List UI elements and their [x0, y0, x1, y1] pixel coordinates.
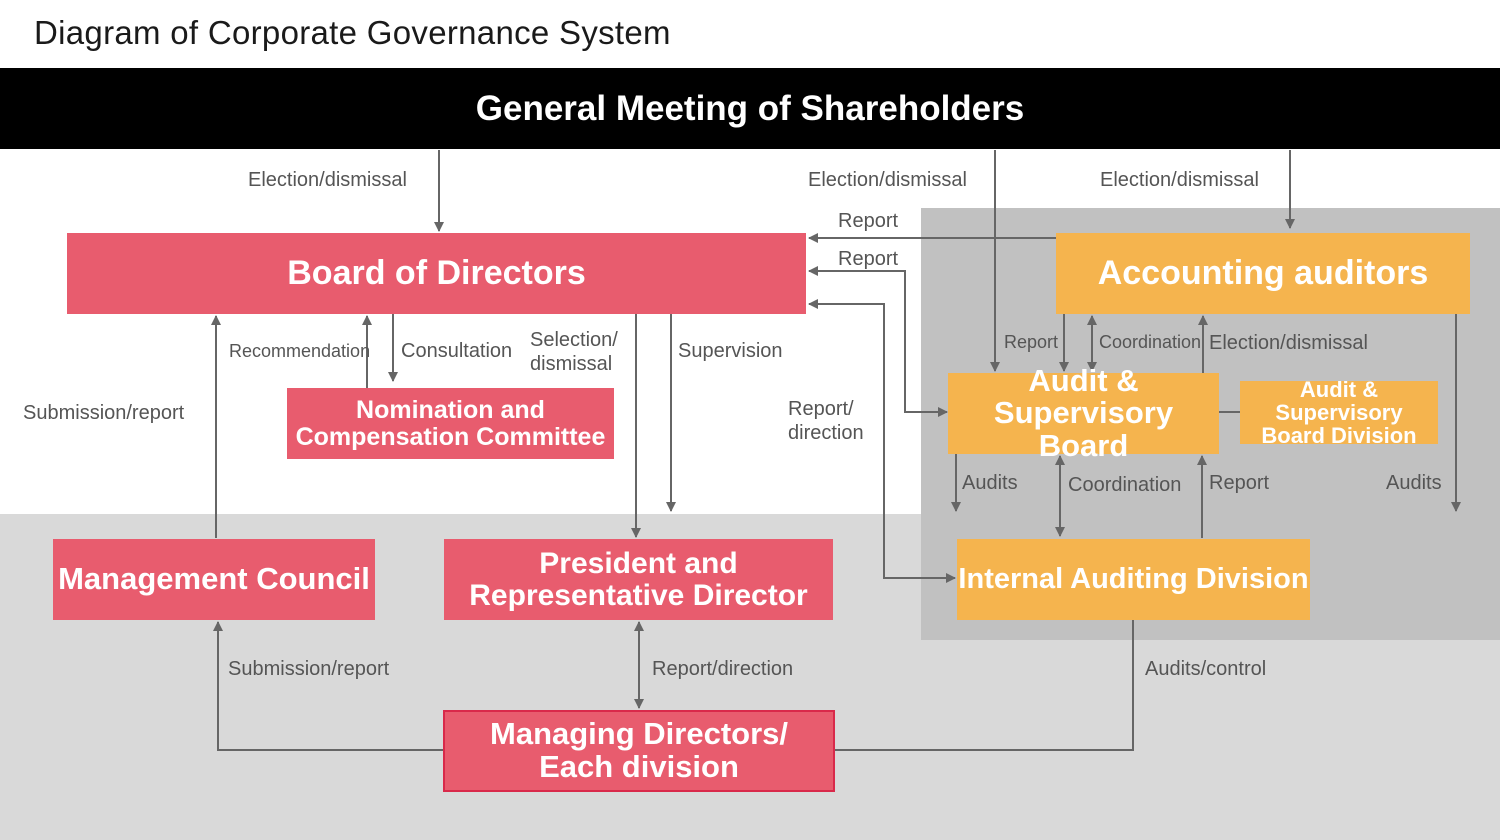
management-council: Management Council: [53, 539, 375, 620]
label-report-direction-line-2: direction: [788, 422, 864, 444]
label-submission-report-md: Submission/report: [228, 658, 390, 680]
internal-auditing-division: Internal Auditing Division: [957, 539, 1310, 620]
president-representative-director: President and Representative Director: [444, 539, 833, 620]
label-election-dismissal-asb: Election/dismissal: [808, 169, 967, 191]
prd-line-1: President and: [539, 547, 738, 580]
label-election-dismissal-aa: Election/dismissal: [1100, 169, 1259, 191]
page-title: Diagram of Corporate Governance System: [34, 14, 671, 51]
label-coordination-asb-iad: Coordination: [1068, 474, 1182, 496]
label-audits-control: Audits/control: [1145, 658, 1267, 680]
label-report-direction-md: Report/direction: [652, 658, 794, 680]
managing-directors-each-division: Managing Directors/ Each division: [443, 710, 835, 792]
nomination-compensation-committee: Nomination and Compensation Committee: [287, 388, 614, 459]
label-selection-dismissal: Selection/ dismissal: [530, 328, 618, 376]
accounting-auditors: Accounting auditors: [1056, 233, 1470, 314]
ncc-line-2: Compensation Committee: [295, 422, 606, 451]
label-election-dismissal-asb-aa: Election/dismissal: [1209, 332, 1368, 354]
general-meeting-of-shareholders: General Meeting of Shareholders: [0, 68, 1500, 149]
asbd-line-2: Board Division: [1261, 423, 1417, 449]
asbd-line-1: Audit & Supervisory: [1275, 376, 1403, 425]
label-recommendation: Recommendation: [229, 341, 371, 361]
label-supervision: Supervision: [678, 340, 783, 362]
md-line-2: Each division: [539, 749, 739, 784]
label-submission-report-mc: Submission/report: [23, 402, 185, 424]
label-audits-aa: Audits: [1386, 472, 1442, 494]
audit-supervisory-board: Audit & Supervisory Board: [948, 364, 1219, 462]
label-selection-line-1: Selection/: [530, 329, 618, 351]
label-election-dismissal-bod: Election/dismissal: [248, 169, 407, 191]
label-report-direction-line-1: Report/: [788, 398, 854, 420]
ncc-line-1: Nomination and: [356, 396, 545, 425]
audit-supervisory-board-division: Audit & Supervisory Board Division: [1240, 376, 1438, 449]
md-line-1: Managing Directors/: [490, 716, 788, 752]
asb-line-2: Supervisory Board: [993, 395, 1174, 463]
prd-line-2: Representative Director: [469, 578, 808, 612]
label-report-asb: Report: [838, 248, 899, 270]
label-coordination-aa-asb: Coordination: [1099, 332, 1202, 352]
asb-line-1: Audit &: [1028, 362, 1139, 398]
label-report-iad-asb: Report: [1209, 472, 1270, 494]
label-report-direction-iad: Report/ direction: [788, 397, 864, 445]
label-selection-line-2: dismissal: [530, 353, 613, 375]
label-report-aa: Report: [838, 210, 899, 232]
board-of-directors: Board of Directors: [67, 233, 806, 314]
label-consultation: Consultation: [401, 340, 513, 362]
label-report-aa-asb: Report: [1004, 332, 1059, 352]
label-audits-asb: Audits: [962, 472, 1018, 494]
